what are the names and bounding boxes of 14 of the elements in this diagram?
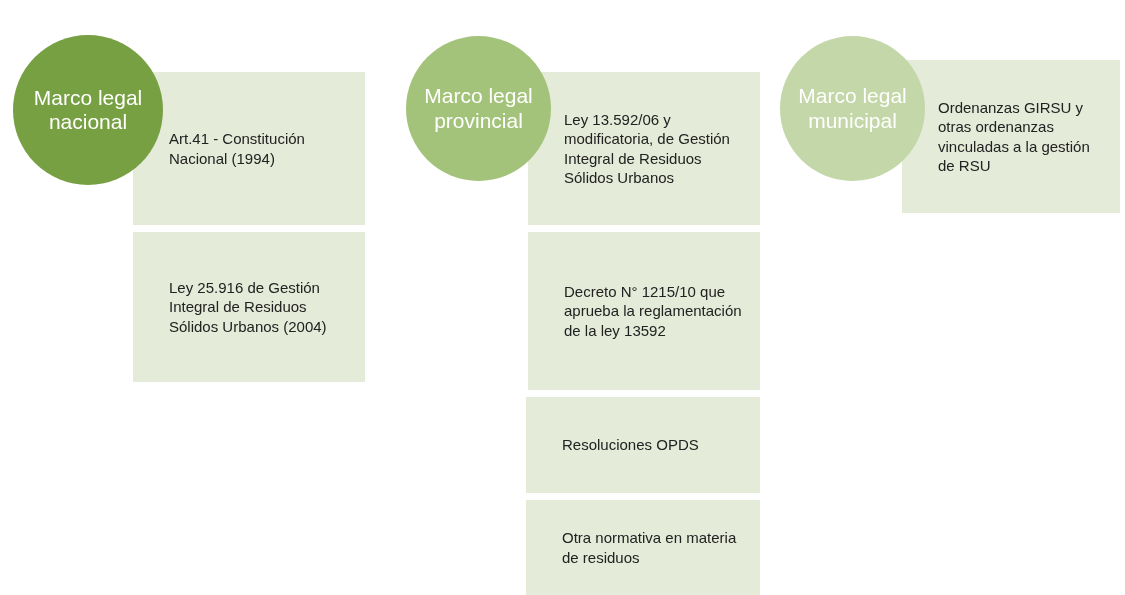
item-box: [133, 232, 365, 382]
item-box: [528, 232, 760, 390]
item-text: Art.41 - Constitución Nacional (1994): [169, 129, 306, 168]
item-text: Ley 25.916 de Gestión Integral de Residuos Sólidos Urbanos (2004): [169, 277, 328, 337]
category-title: Marco legal municipal: [797, 84, 908, 133]
item-text: Ley 13.592/06 y modificatoria, de Gestión Integral de Residuos Sólidos Urbanos: [564, 109, 731, 188]
item-text: Ordenanzas GIRSU y otras ordenanzas vinculadas a la gestión de RSU: [938, 97, 1091, 176]
item-box: [526, 500, 760, 595]
item-text: Resoluciones OPDS: [562, 435, 699, 455]
item-box: [526, 397, 760, 493]
item-text: Decreto N° 1215/10 que aprueba la reglamentación de la ley 13592: [564, 281, 742, 341]
item-text: Otra normativa en materia de residuos: [562, 528, 738, 567]
category-title: Marco legal nacional: [32, 85, 144, 135]
category-title: Marco legal provincial: [423, 84, 534, 133]
